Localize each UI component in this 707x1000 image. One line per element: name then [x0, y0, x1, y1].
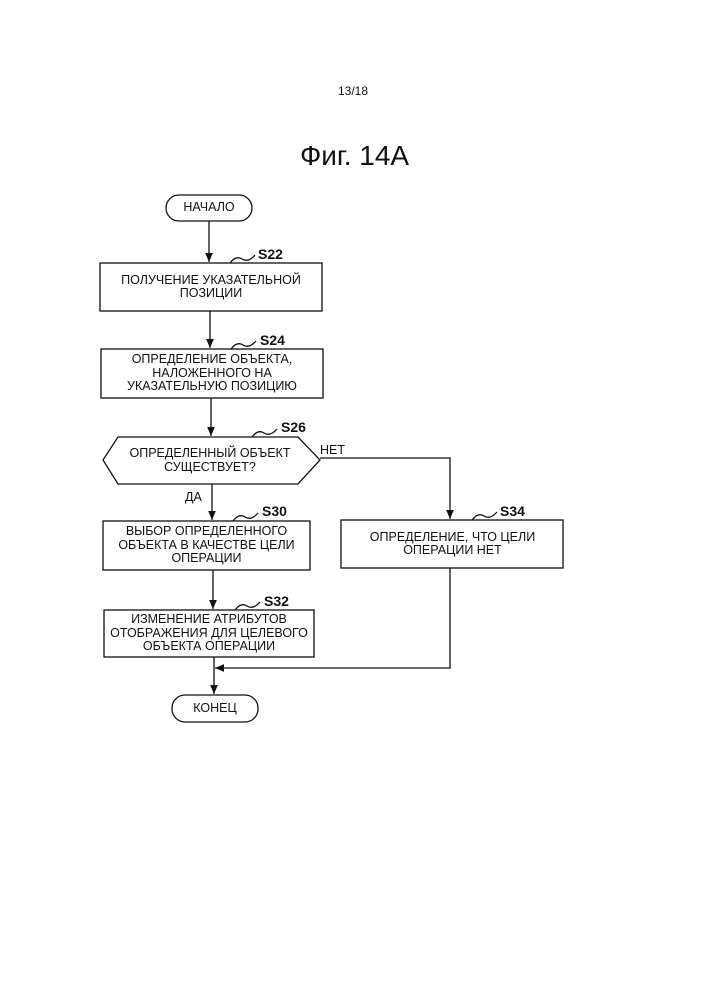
s26-text: ОПРЕДЕЛЕННЫЙ ОБЪЕКТ СУЩЕСТВУЕТ? — [125, 437, 295, 484]
s30-text: ВЫБОР ОПРЕДЕЛЕННОГО ОБЪЕКТА В КАЧЕСТВЕ Ц… — [106, 521, 307, 570]
s32-text: ИЗМЕНЕНИЕ АТРИБУТОВ ОТОБРАЖЕНИЯ ДЛЯ ЦЕЛЕ… — [106, 610, 312, 657]
start-label: НАЧАЛО — [166, 195, 252, 221]
page-number: 13/18 — [338, 84, 368, 98]
yes-branch-label: ДА — [185, 490, 202, 504]
end-label: КОНЕЦ — [172, 695, 258, 722]
no-branch-label: НЕТ — [320, 443, 345, 457]
figure-title: Фиг. 14А — [300, 140, 409, 172]
s30-label: S30 — [262, 503, 287, 519]
s34-label: S34 — [500, 503, 525, 519]
s22-label: S22 — [258, 246, 283, 262]
s32-label: S32 — [264, 593, 289, 609]
s22-text: ПОЛУЧЕНИЕ УКАЗАТЕЛЬНОЙ ПОЗИЦИИ — [104, 263, 318, 311]
s24-label: S24 — [260, 332, 285, 348]
s34-text: ОПРЕДЕЛЕНИЕ, ЧТО ЦЕЛИ ОПЕРАЦИИ НЕТ — [365, 520, 540, 568]
s24-text: ОПРЕДЕЛЕНИЕ ОБЪЕКТА, НАЛОЖЕННОГО НА УКАЗ… — [104, 349, 320, 398]
s26-label: S26 — [281, 419, 306, 435]
